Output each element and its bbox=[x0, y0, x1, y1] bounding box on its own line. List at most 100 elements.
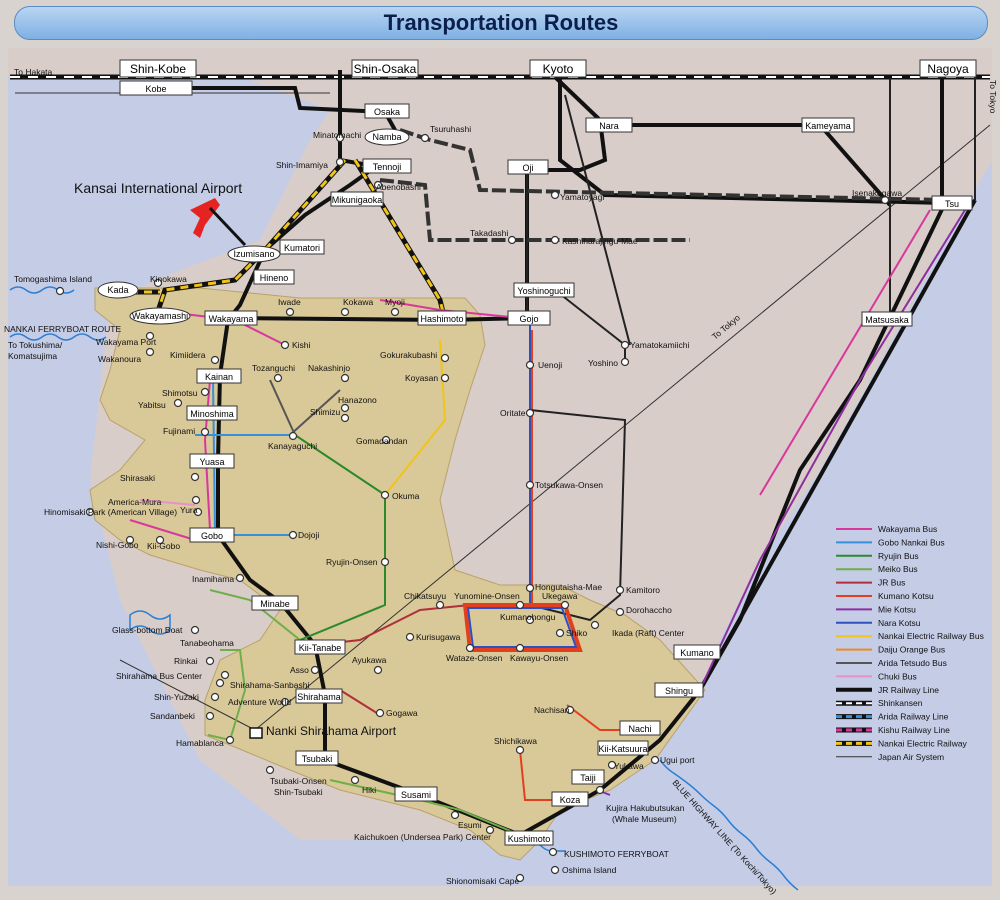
station-box[interactable] bbox=[507, 310, 551, 326]
station-box[interactable] bbox=[97, 281, 139, 299]
station-box[interactable] bbox=[597, 740, 649, 756]
station-box[interactable] bbox=[394, 786, 438, 802]
label-kashiharajingu: Kashiharajingu-Mae bbox=[562, 236, 638, 246]
label-kix: Kansai International Airport bbox=[74, 180, 242, 196]
station-box[interactable] bbox=[196, 368, 242, 384]
station-box[interactable] bbox=[801, 117, 855, 133]
label-hamablanca: Hamablanca bbox=[176, 738, 224, 748]
label-shimizu: Shimizu bbox=[310, 407, 341, 417]
legend-label: Nankai Electric Railway Bus bbox=[878, 631, 984, 641]
station-box[interactable] bbox=[295, 750, 339, 766]
station-box[interactable] bbox=[251, 595, 299, 611]
label-kii-gobo: Kii-Gobo bbox=[147, 541, 180, 551]
station-box[interactable] bbox=[513, 282, 575, 298]
label-totsukawa: Totsukawa-Onsen bbox=[535, 480, 603, 490]
legend-label: Daiju Orange Bus bbox=[878, 645, 945, 655]
label-dojoji: Dojoji bbox=[298, 530, 319, 540]
station-box-shin-kobe[interactable] bbox=[119, 59, 197, 78]
station-box[interactable] bbox=[417, 310, 467, 326]
station-box[interactable] bbox=[364, 103, 410, 119]
station-box[interactable] bbox=[227, 245, 281, 263]
station-box[interactable] bbox=[129, 307, 191, 325]
legend-label: Mie Kotsu bbox=[878, 604, 916, 614]
airport-plane-icon bbox=[190, 198, 220, 238]
station-box[interactable] bbox=[204, 310, 258, 326]
station-box[interactable] bbox=[673, 644, 721, 660]
station-box-kyoto[interactable] bbox=[529, 59, 587, 78]
station-box[interactable] bbox=[279, 239, 325, 255]
legend-label: Ryujin Bus bbox=[878, 551, 919, 561]
station-hineno: Hineno bbox=[260, 273, 289, 283]
station-yoshinoguchi: Yoshinoguchi bbox=[517, 286, 570, 296]
station-box[interactable] bbox=[186, 405, 238, 421]
label-ryujin: Ryujin-Onsen bbox=[326, 557, 378, 567]
label-wataze: Wataze-Onsen bbox=[446, 653, 503, 663]
station-box[interactable] bbox=[507, 159, 549, 175]
station-box[interactable] bbox=[654, 682, 704, 698]
station-shirahama: Shirahama bbox=[297, 692, 341, 702]
station-izumisano: Izumisano bbox=[233, 249, 274, 259]
station-box[interactable] bbox=[861, 311, 913, 327]
station-box[interactable] bbox=[253, 269, 295, 285]
label-hongutaisha: Hongutaisha-Mae bbox=[535, 582, 602, 592]
station-box-shin-osaka[interactable] bbox=[351, 59, 419, 78]
legend-label: Shinkansen bbox=[878, 698, 923, 708]
label-myoji: Myoji bbox=[385, 297, 405, 307]
station-box-nagoya[interactable] bbox=[919, 59, 977, 78]
label-chikatsuyu: Chikatsuyu bbox=[404, 591, 446, 601]
station-box[interactable] bbox=[585, 117, 633, 133]
label-isenakagawa: Isenakagawa bbox=[852, 188, 902, 198]
label-sandanbeki: Sandanbeki bbox=[150, 711, 195, 721]
station-box[interactable] bbox=[504, 830, 554, 846]
station-wakayama: Wakayama bbox=[209, 314, 254, 324]
station-namba: Namba bbox=[372, 132, 401, 142]
legend-label: JR Bus bbox=[878, 578, 905, 588]
station-box[interactable] bbox=[364, 128, 410, 146]
station-box[interactable] bbox=[551, 791, 589, 807]
station-tennoji: Tennoji bbox=[373, 162, 402, 172]
label-shin-imamiya: Shin-Imamiya bbox=[276, 160, 328, 170]
station-box[interactable] bbox=[189, 527, 235, 543]
legend-label: Wakayama Bus bbox=[878, 524, 937, 534]
station-box[interactable] bbox=[362, 158, 412, 174]
label-dorohaccho: Dorohaccho bbox=[626, 605, 672, 615]
label-shimotsu: Shimotsu bbox=[162, 388, 198, 398]
station-susami: Susami bbox=[401, 790, 431, 800]
station-box[interactable] bbox=[931, 195, 973, 211]
legend-label: Chuki Bus bbox=[878, 671, 917, 681]
station-wakayamashi: Wakayamashi bbox=[132, 311, 188, 321]
station-box[interactable] bbox=[619, 720, 661, 736]
label-yukawa: Yukawa bbox=[614, 761, 644, 771]
station-shingu: Shingu bbox=[665, 686, 693, 696]
label-gomadandan: Gomadandan bbox=[356, 436, 408, 446]
label-uenoji: Uenoji bbox=[538, 360, 562, 370]
station-box[interactable] bbox=[571, 769, 605, 785]
legend-label: Nankai Electric Railway bbox=[878, 738, 968, 748]
label-ikada: Ikada (Raft) Center bbox=[612, 628, 684, 638]
airport-link bbox=[208, 206, 247, 247]
label-yunomine: Yunomine-Onsen bbox=[454, 591, 520, 601]
label-rinkai: Rinkai bbox=[174, 656, 198, 666]
legend-label: Kumano Kotsu bbox=[878, 591, 934, 601]
station-box[interactable] bbox=[189, 453, 235, 469]
legend-label: Kishu Railway Line bbox=[878, 725, 950, 735]
station-box[interactable] bbox=[119, 80, 193, 96]
label-abenobashi: Abenobashi bbox=[376, 182, 421, 192]
station-yuasa: Yuasa bbox=[199, 457, 224, 467]
label-hanazono: Hanazono bbox=[338, 395, 377, 405]
label-shionomisaki: Shionomisaki Cape bbox=[446, 876, 520, 886]
label-inamihama: Inamihama bbox=[192, 574, 234, 584]
label-tsubaki-onsen: Tsubaki-Onsen bbox=[270, 776, 327, 786]
station-box[interactable] bbox=[295, 688, 343, 704]
legend-label: Meiko Bus bbox=[878, 564, 918, 574]
station-box[interactable] bbox=[330, 191, 384, 207]
station-kumano: Kumano bbox=[680, 648, 714, 658]
station-gojo: Gojo bbox=[519, 314, 538, 324]
station-box[interactable] bbox=[294, 639, 346, 655]
label-asso: Asso bbox=[290, 665, 309, 675]
label-nanki-airport: Nanki Shirahama Airport bbox=[266, 724, 397, 738]
station-taiji: Taiji bbox=[580, 773, 596, 783]
